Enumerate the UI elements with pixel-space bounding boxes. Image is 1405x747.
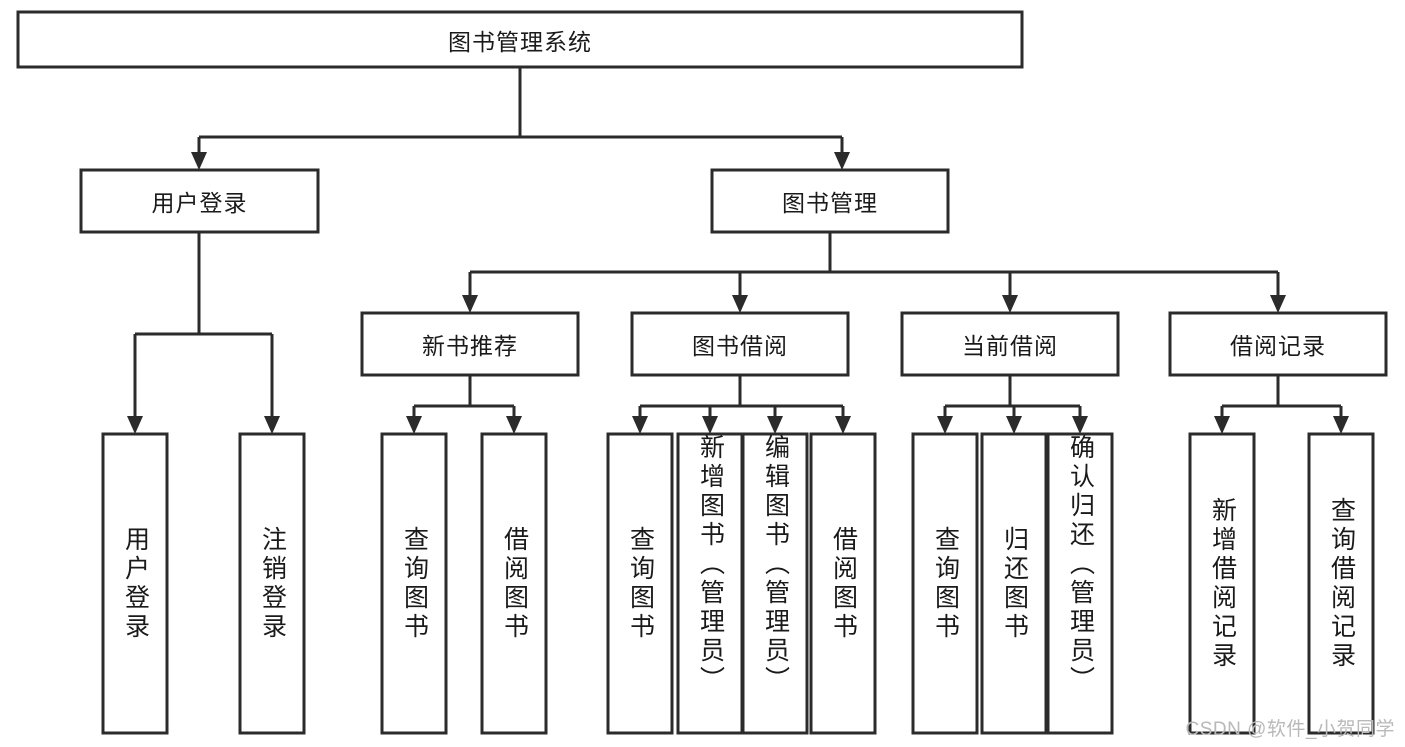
connector-root-to-level2: [191, 68, 850, 170]
leaf-book-borrow-0-box[interactable]: [606, 432, 674, 735]
leaf-user-login-1-box[interactable]: [238, 432, 306, 735]
leaf-borrow-record-0-box[interactable]: [1188, 432, 1256, 735]
leaf-current-borrow-0-box[interactable]: [911, 432, 979, 735]
leaf-book-borrow-3-box[interactable]: [809, 432, 877, 735]
leaf-new-book-1-box[interactable]: [480, 432, 548, 735]
leaf-book-borrow-1-box[interactable]: [676, 432, 744, 735]
node-root-box[interactable]: [16, 10, 1024, 69]
node-book-management-box[interactable]: [710, 168, 950, 234]
connector-newbook-to-leaves: [406, 375, 522, 434]
connector-bookmgmt-to-level3: [462, 232, 1286, 313]
leaf-borrow-record-1-box[interactable]: [1307, 432, 1375, 735]
connector-borrowrecord-to-leaves: [1214, 375, 1349, 434]
leaf-new-book-0-box[interactable]: [380, 432, 448, 735]
connector-currentborrow-to-leaves: [937, 375, 1088, 434]
connector-userlogin-to-leaves: [127, 232, 280, 434]
node-current-borrow-box[interactable]: [900, 311, 1120, 377]
leaf-current-borrow-1-box[interactable]: [980, 432, 1048, 735]
node-book-borrow-box[interactable]: [630, 311, 850, 377]
leaf-book-borrow-2-box[interactable]: [741, 432, 809, 735]
node-user-login-box[interactable]: [79, 168, 320, 234]
node-new-book-recommend-box[interactable]: [360, 311, 580, 377]
connector-bookborrow-to-leaves: [632, 375, 851, 434]
node-borrow-record-box[interactable]: [1168, 311, 1388, 377]
leaf-current-borrow-2-box[interactable]: [1046, 432, 1114, 735]
leaf-user-login-0-box[interactable]: [101, 432, 169, 735]
